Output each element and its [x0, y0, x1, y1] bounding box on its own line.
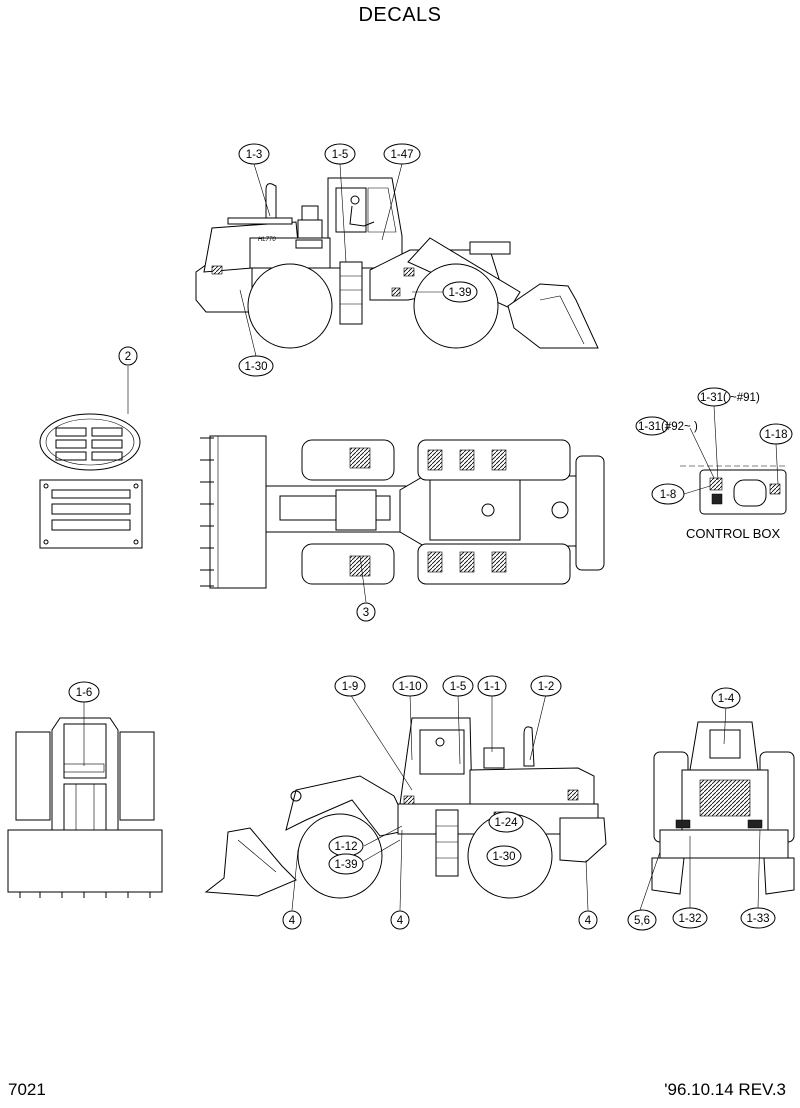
callout-1-31-late: 1-31(#92~ ) — [635, 416, 698, 436]
callout-1-39-top: 1-39 — [442, 281, 478, 303]
svg-text:1-10: 1-10 — [398, 681, 421, 693]
callout-1-5-bottom: 1-5 — [442, 675, 474, 697]
control-box-drawing — [680, 465, 787, 515]
callout-1-4: 1-4 — [711, 687, 741, 709]
leader-lines — [83, 163, 779, 911]
svg-text:1-8: 1-8 — [660, 489, 677, 501]
page-number: 7021 — [8, 1080, 46, 1099]
svg-text:1-2: 1-2 — [538, 681, 555, 693]
callout-2: 2 — [118, 346, 138, 366]
callout-1-10: 1-10 — [392, 675, 428, 697]
svg-text:1-33: 1-33 — [746, 913, 769, 925]
loader-rear-view — [651, 721, 795, 895]
svg-text:1-5: 1-5 — [332, 149, 349, 161]
svg-text:1-9: 1-9 — [342, 681, 359, 693]
svg-text:1-47: 1-47 — [390, 149, 413, 161]
page-title: DECALS — [358, 4, 442, 26]
svg-text:1-12: 1-12 — [334, 841, 357, 853]
svg-text:1-1: 1-1 — [484, 681, 501, 693]
callout-1-9: 1-9 — [334, 675, 366, 697]
callout-1-1: 1-1 — [477, 675, 507, 697]
svg-text:HL770: HL770 — [258, 237, 276, 243]
callout-1-31-early: 1-31( ~#91) — [697, 387, 760, 407]
callout-1-3: 1-3 — [238, 143, 270, 165]
loader-plan-view — [200, 435, 605, 589]
callout-1-24: 1-24 — [488, 811, 524, 833]
svg-text:1-39: 1-39 — [334, 859, 357, 871]
callout-1-30-top: 1-30 — [238, 355, 274, 377]
svg-text:1-4: 1-4 — [718, 693, 735, 705]
callout-1-12: 1-12 — [328, 835, 364, 857]
callout-1-30-bottom: 1-30 — [486, 845, 522, 867]
svg-text:5,6: 5,6 — [634, 915, 650, 927]
callout-5-6: 5,6 — [627, 909, 657, 931]
callout-1-47: 1-47 — [383, 143, 421, 165]
callout-3: 3 — [356, 602, 376, 622]
control-box-label: CONTROL BOX — [686, 526, 780, 541]
callout-1-32: 1-32 — [672, 907, 708, 929]
callout-1-5: 1-5 — [324, 143, 356, 165]
svg-text:4: 4 — [397, 915, 404, 927]
callout-4-left: 4 — [282, 910, 302, 930]
svg-text:4: 4 — [289, 915, 296, 927]
svg-text:1-39: 1-39 — [448, 287, 471, 299]
callout-bubbles: 1-3 1-5 1-47 1-39 1-30 2 3 1-31( ~#91) 1… — [68, 143, 793, 931]
svg-text:4: 4 — [585, 915, 592, 927]
svg-text:1-30: 1-30 — [244, 361, 267, 373]
loader-side-view-top: HL770 — [195, 177, 599, 349]
svg-text:2: 2 — [125, 351, 131, 363]
svg-text:1-31(#92~ ): 1-31(#92~ ) — [638, 421, 698, 433]
svg-text:1-6: 1-6 — [76, 687, 93, 699]
svg-text:1-24: 1-24 — [494, 817, 518, 829]
revision-date: '96.10.14 REV.3 — [664, 1080, 786, 1099]
svg-text:1-30: 1-30 — [492, 851, 515, 863]
loader-front-view — [7, 717, 163, 898]
callout-4-middle: 4 — [390, 910, 410, 930]
svg-text:1-32: 1-32 — [678, 913, 701, 925]
callout-1-6: 1-6 — [68, 681, 100, 703]
callout-1-18: 1-18 — [759, 423, 793, 445]
callout-1-39-bottom: 1-39 — [328, 853, 364, 875]
svg-text:1-31( ~#91): 1-31( ~#91) — [700, 392, 760, 404]
decal-plates — [39, 413, 143, 549]
svg-text:3: 3 — [363, 607, 369, 619]
callout-1-2: 1-2 — [530, 675, 562, 697]
callout-1-33: 1-33 — [740, 907, 776, 929]
svg-text:1-3: 1-3 — [246, 149, 263, 161]
callout-1-8: 1-8 — [651, 483, 685, 505]
callout-4-right: 4 — [578, 910, 598, 930]
svg-text:1-5: 1-5 — [450, 681, 467, 693]
loader-side-view-bottom — [204, 717, 607, 899]
svg-text:1-18: 1-18 — [764, 429, 787, 441]
